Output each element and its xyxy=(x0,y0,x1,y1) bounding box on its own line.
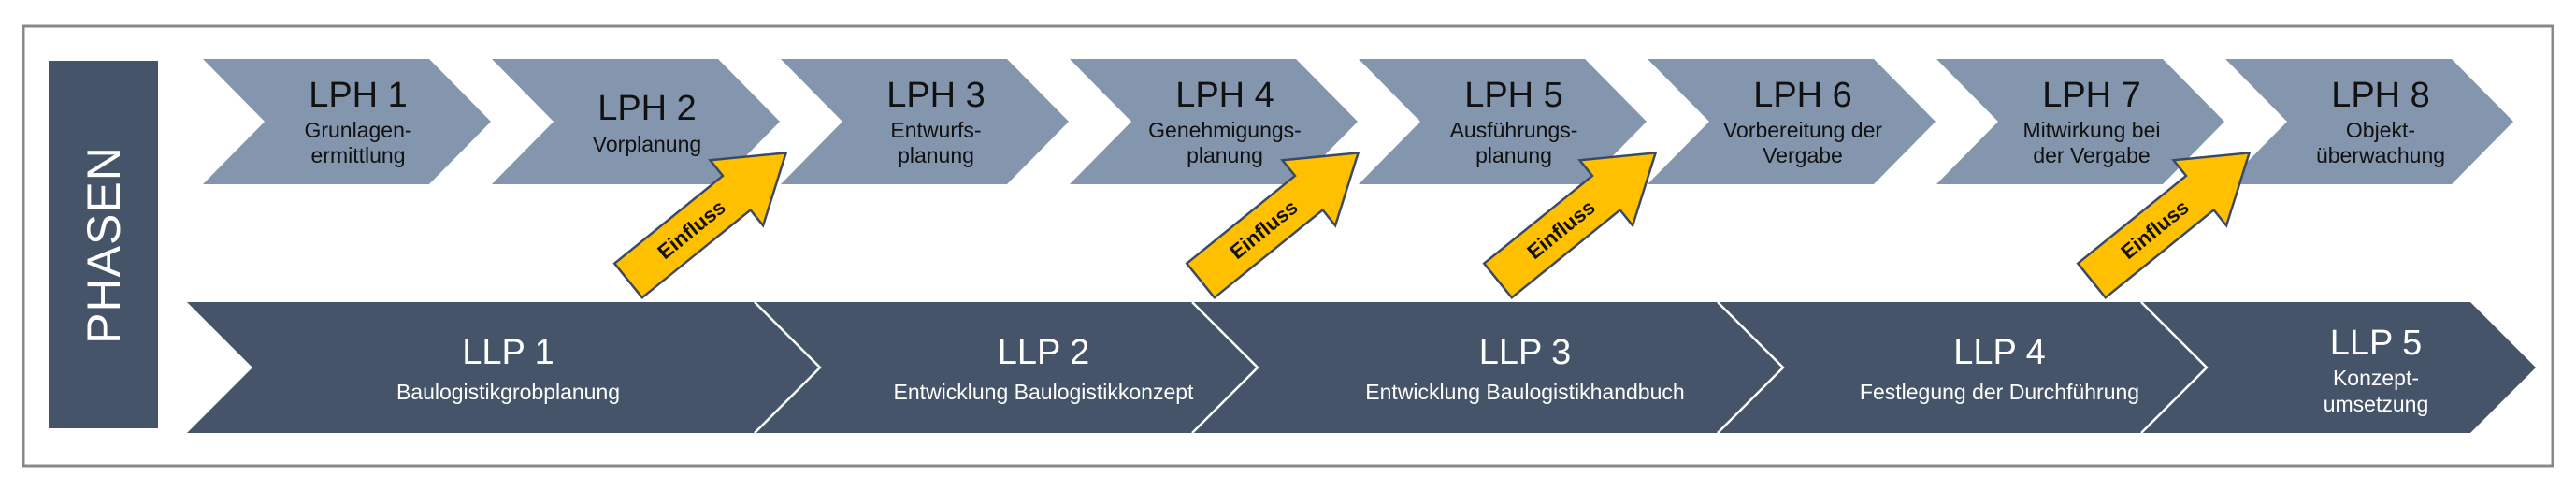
lph-description: überwachung xyxy=(2316,143,2445,167)
lph-chevron xyxy=(492,59,780,184)
llp-number: LLP 2 xyxy=(998,333,1090,372)
phasen-label: PHASEN xyxy=(78,146,130,344)
outer-frame xyxy=(22,24,2554,468)
lph-description: Ausführungs- xyxy=(1450,118,1578,142)
lph-phase-8: LPH 8 Objekt-überwachung xyxy=(2225,59,2513,184)
lph-chevron xyxy=(1936,59,2224,184)
llp-phase-4: LLP 4 Festlegung der Durchführung xyxy=(1860,333,2139,404)
lph-description: planung xyxy=(898,143,974,167)
llp-chevron-row: LLP 1 Baulogistikgrobplanung LLP 2 Entwickl… xyxy=(187,301,2536,434)
lph-phase-4: LPH 4 Genehmigungs-planung xyxy=(1070,59,1358,184)
lph-description: Vorplanung xyxy=(593,132,701,156)
llp-band-shape xyxy=(187,302,2536,433)
einfluss-arrow-shape xyxy=(612,151,788,300)
lph-phase-2: LPH 2 Vorplanung xyxy=(492,59,780,184)
llp-separator xyxy=(754,301,822,434)
lph-chevron xyxy=(1359,59,1647,184)
lph-chevron xyxy=(1070,59,1358,184)
lph-phase-1: LPH 1 Grunlagen-ermittlung xyxy=(203,59,491,184)
einfluss-arrow-shape xyxy=(1185,151,1360,300)
lph-phase-5: LPH 5 Ausführungs-planung xyxy=(1359,59,1647,184)
lph-description: Mitwirkung bei xyxy=(2023,118,2161,142)
lph-description: Grunlagen- xyxy=(304,118,411,142)
llp-description: Baulogistikgrobplanung xyxy=(396,380,620,404)
llp-description: Konzept- xyxy=(2333,366,2419,390)
llp-phase-5: LLP 5 Konzept-umsetzung xyxy=(2324,324,2429,416)
llp-phase-1: LLP 1 Baulogistikgrobplanung xyxy=(396,333,620,404)
lph-chevron-row: LPH 1 Grunlagen-ermittlung LPH 2 Vorplanung… xyxy=(203,59,2513,184)
lph-phase-3: LPH 3 Entwurfs-planung xyxy=(781,59,1069,184)
lph-description: planung xyxy=(1475,143,1552,167)
lph-chevron xyxy=(781,59,1069,184)
llp-number: LLP 3 xyxy=(1479,333,1572,372)
lph-description: Genehmigungs- xyxy=(1148,118,1302,142)
lph-number: LPH 1 xyxy=(309,76,408,115)
lph-description: planung xyxy=(1187,143,1263,167)
llp-number: LLP 5 xyxy=(2330,324,2423,363)
lph-number: LPH 8 xyxy=(2331,76,2430,115)
llp-phase-3: LLP 3 Entwicklung Baulogistikhandbuch xyxy=(1365,333,1684,404)
llp-band xyxy=(187,301,2536,434)
lph-number: LPH 5 xyxy=(1464,76,1563,115)
llp-separator xyxy=(2140,301,2209,434)
lph-description: Objekt- xyxy=(2346,118,2415,142)
lph-number: LPH 4 xyxy=(1175,76,1274,115)
lph-description: ermittlung xyxy=(311,143,406,167)
llp-description: Entwicklung Baulogistikkonzept xyxy=(894,380,1195,404)
lph-chevron xyxy=(2225,59,2513,184)
lph-number: LPH 3 xyxy=(886,76,986,115)
lph-description: Entwurfs- xyxy=(890,118,981,142)
lph-chevron xyxy=(1648,59,1936,184)
lph-chevron xyxy=(203,59,491,184)
llp-phase-2: LLP 2 Entwicklung Baulogistikkonzept xyxy=(894,333,1195,404)
llp-description: Festlegung der Durchführung xyxy=(1860,380,2139,404)
einfluss-arrow-shape xyxy=(2076,151,2252,300)
lph-number: LPH 7 xyxy=(2042,76,2141,115)
llp-separator xyxy=(1191,301,1259,434)
einfluss-arrow-shape xyxy=(1482,151,1658,300)
llp-number: LLP 1 xyxy=(462,333,554,372)
llp-number: LLP 4 xyxy=(1953,333,2046,372)
lph-description: der Vergabe xyxy=(2033,143,2150,167)
llp-description: Entwicklung Baulogistikhandbuch xyxy=(1365,380,1684,404)
lph-number: LPH 6 xyxy=(1753,76,1852,115)
phasen-side-box xyxy=(49,61,158,428)
lph-description: Vergabe xyxy=(1763,143,1843,167)
llp-description: umsetzung xyxy=(2324,392,2429,416)
lph-description: Vorbereitung der xyxy=(1723,118,1882,142)
lph-number: LPH 2 xyxy=(597,89,697,128)
llp-separator xyxy=(1717,301,1785,434)
